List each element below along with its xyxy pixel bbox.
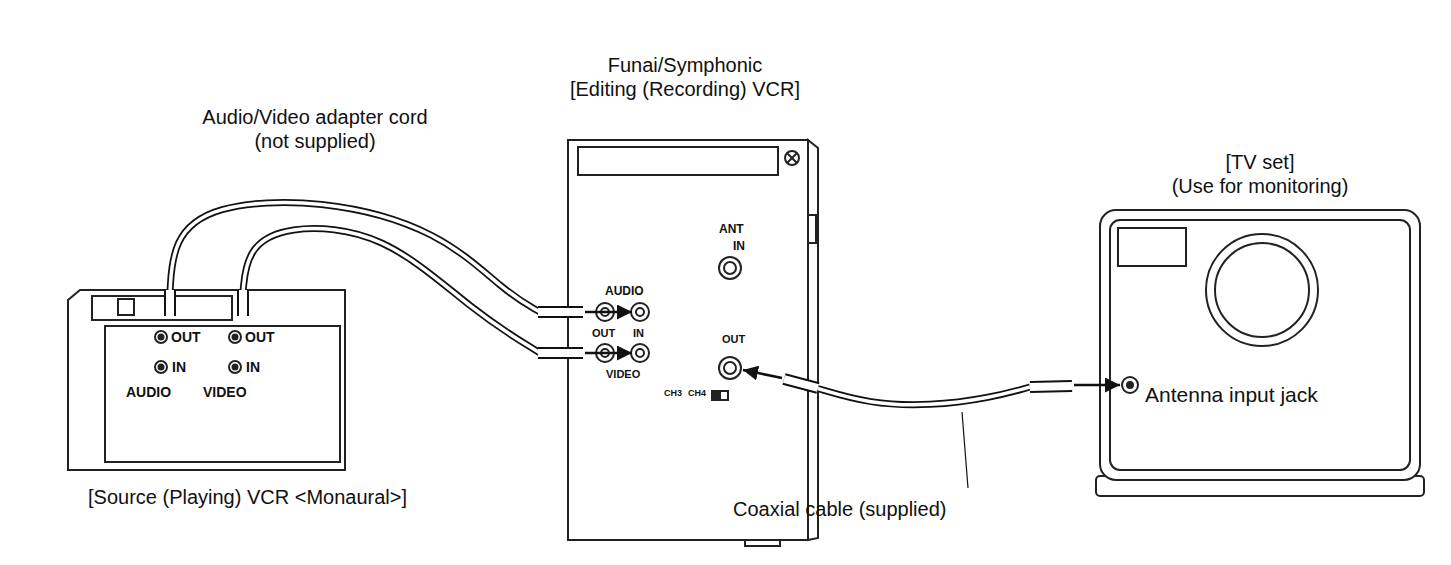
vcr-housing — [68, 290, 345, 470]
plug-arrow — [585, 352, 632, 355]
plug-outline — [237, 290, 249, 316]
tv-display — [1118, 228, 1186, 266]
device-heading: Funai/Symphonic [Editing (Recording) VCR… — [535, 53, 835, 101]
jack — [155, 331, 167, 343]
jack-label: OUT — [592, 327, 615, 340]
antenna-jack-pin — [1127, 382, 1133, 388]
antenna-jack — [1122, 377, 1138, 393]
rf-out-jack — [724, 362, 736, 374]
plug-outline — [538, 347, 583, 359]
plug-outline — [784, 379, 818, 388]
channel-switch — [712, 391, 728, 400]
tv-set: [TV set] (Use for monitoring)Antenna inp… — [1100, 210, 1420, 480]
jack-label: ANT — [719, 222, 744, 236]
plug-outline — [538, 306, 583, 318]
jack-label: IN — [246, 359, 260, 376]
jack — [229, 331, 241, 343]
cable-callout: Coaxial cable (supplied) — [733, 497, 946, 521]
vcr-rear-panel — [105, 326, 340, 462]
plug-outline — [164, 290, 176, 316]
vcr-housing — [568, 140, 808, 540]
screw-slot — [787, 153, 797, 163]
jack — [631, 344, 649, 362]
tv-dial-inner — [1215, 243, 1309, 337]
jack — [636, 308, 644, 316]
jack-label: OUT — [245, 329, 275, 346]
jack-label: OUT — [171, 329, 201, 346]
leader-line — [962, 412, 968, 488]
plug-arrow — [585, 311, 632, 314]
vcr-top-strip — [578, 147, 778, 175]
channel-switch-knob — [713, 392, 720, 399]
recording-vcr: Funai/Symphonic [Editing (Recording) VCR… — [565, 135, 815, 545]
ant-in-jack — [719, 257, 741, 279]
plug-body — [166, 290, 174, 316]
device-caption: [Source (Playing) VCR <Monaural>] — [88, 485, 468, 509]
plug-body — [784, 379, 818, 388]
vcr-foot — [745, 540, 780, 546]
cable-outline — [816, 387, 1030, 405]
jack-label: OUT — [722, 333, 745, 346]
jack-pin — [233, 335, 238, 340]
cable-core — [816, 387, 1030, 405]
tv-cabinet-inner — [1110, 220, 1410, 470]
tv-drawing — [1096, 210, 1424, 496]
recording-vcr-drawing — [568, 140, 818, 546]
cable — [243, 229, 632, 353]
tv-dial — [1206, 234, 1318, 346]
vcr-tab — [808, 215, 816, 243]
cable-core — [170, 202, 540, 312]
source-vcr-drawing — [68, 290, 345, 470]
vcr-top-strip — [92, 296, 232, 320]
source-vcr: [Source (Playing) VCR <Monaural>] — [65, 290, 345, 470]
plug-arrow — [1074, 384, 1120, 387]
jack — [631, 303, 649, 321]
cable — [170, 202, 632, 316]
jack-pin — [159, 335, 164, 340]
cable-outline — [170, 202, 540, 312]
switch-label: CH4 — [688, 388, 706, 399]
jack-label: Antenna input jack — [1145, 382, 1405, 407]
tv-cabinet — [1100, 210, 1420, 480]
cable — [743, 370, 1120, 488]
cable-outline — [243, 229, 540, 353]
jack-label: IN — [172, 359, 186, 376]
plug-body — [538, 308, 583, 316]
vcr-side — [808, 140, 818, 540]
plug-body — [538, 349, 583, 357]
vcr-button — [118, 299, 134, 315]
jack-pin — [233, 365, 238, 370]
jack-label: AUDIO — [126, 384, 171, 401]
rf-out-jack — [719, 357, 741, 379]
jack — [155, 361, 167, 373]
cable-callout: Audio/Video adapter cord (not supplied) — [145, 105, 485, 153]
plug-arrow — [743, 370, 782, 378]
switch-label: CH3 — [664, 388, 682, 399]
ant-in-jack — [724, 262, 736, 274]
cable-core — [243, 229, 540, 353]
jack-label: VIDEO — [606, 368, 640, 381]
screw — [785, 151, 799, 165]
device-heading: [TV set] (Use for monitoring) — [1100, 150, 1420, 198]
jack-label: VIDEO — [203, 384, 247, 401]
jack — [636, 349, 644, 357]
plug-body — [239, 290, 247, 316]
jack-label: IN — [633, 327, 644, 340]
jack-label: AUDIO — [605, 284, 644, 298]
jack-pin — [159, 365, 164, 370]
plug-body — [1030, 386, 1072, 387]
plug-outline — [1030, 386, 1072, 387]
jack-label: IN — [733, 239, 745, 253]
jack — [229, 361, 241, 373]
